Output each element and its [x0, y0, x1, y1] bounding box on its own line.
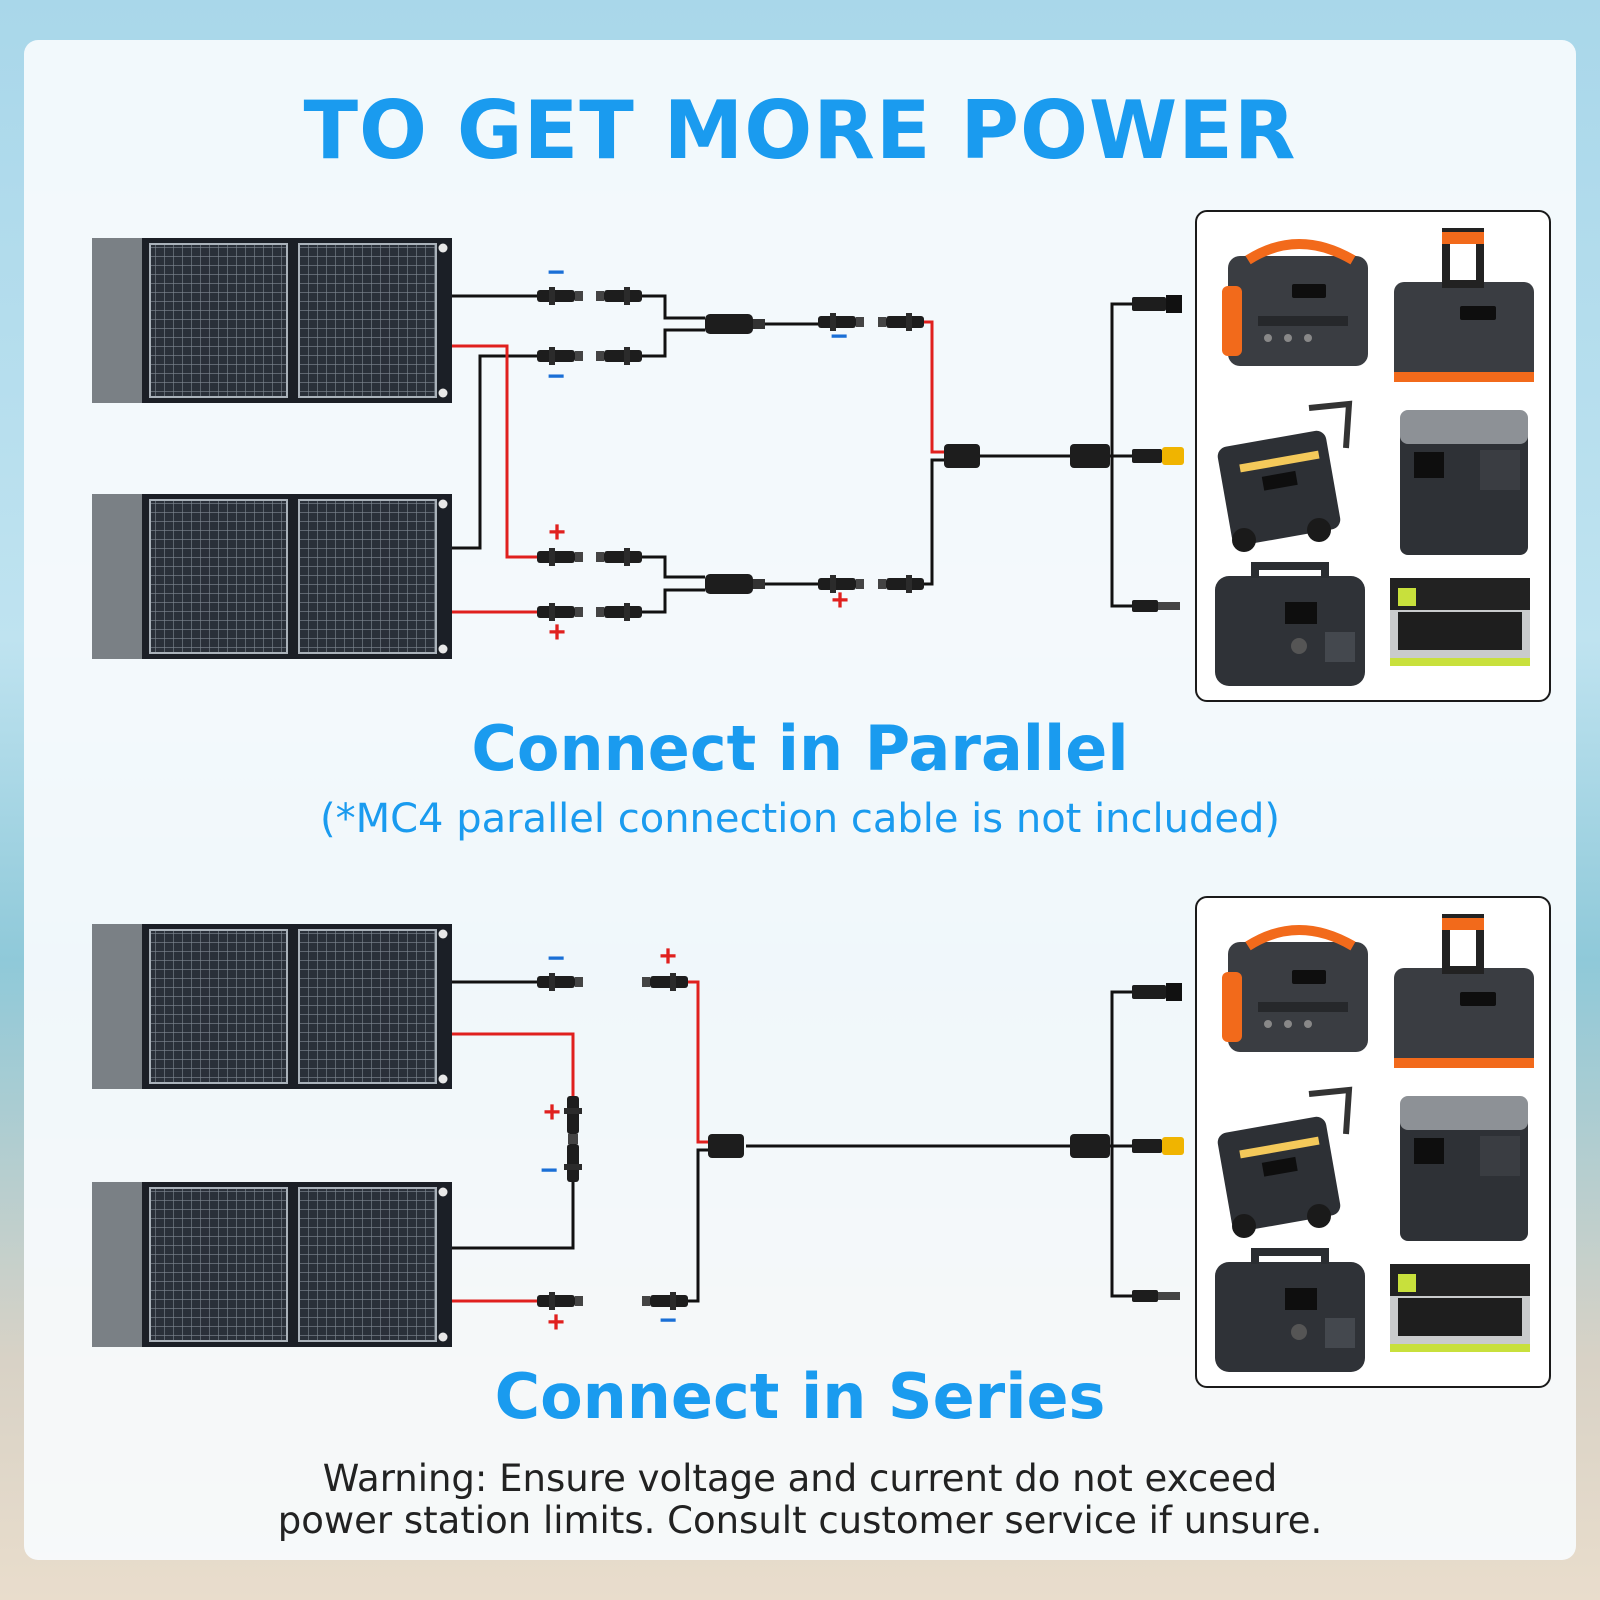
positive-label: + — [548, 616, 566, 649]
anderson-plug-icon — [1132, 295, 1182, 313]
power-station-icon — [1215, 566, 1365, 686]
series-wires — [452, 980, 1132, 1303]
power-station-icon — [1390, 578, 1530, 666]
parallel-note: (*MC4 parallel connection cable is not i… — [320, 796, 1280, 842]
series-section-title: Connect in Series — [494, 1360, 1106, 1433]
mc4-connector-icon — [596, 603, 642, 621]
parallel-connectors — [537, 287, 1184, 621]
positive-label: + — [659, 940, 677, 973]
page-title: TO GET MORE POWER — [303, 84, 1297, 177]
power-station-icon — [1400, 410, 1528, 555]
mc4-connector-icon — [878, 313, 924, 331]
mc4-to-output-adapter-icon — [944, 444, 980, 468]
output-splitter-icon — [1070, 444, 1110, 468]
power-station-icon — [1400, 1096, 1528, 1241]
negative-label: − — [830, 320, 848, 353]
mc4-connector-icon — [564, 1136, 582, 1182]
solar-panel-icon — [91, 1181, 453, 1348]
negative-label: − — [547, 360, 565, 393]
negative-label: − — [547, 256, 565, 289]
mc4-connector-icon — [537, 287, 583, 305]
power-stations-parallel — [1215, 232, 1534, 686]
series-connectors — [537, 973, 1184, 1310]
negative-label: − — [659, 1304, 677, 1337]
xt60-plug-icon — [1132, 447, 1184, 465]
xt60-plug-icon — [1132, 1137, 1184, 1155]
power-station-icon — [1394, 232, 1534, 382]
mc4-connector-icon — [878, 575, 924, 593]
dc-barrel-plug-icon — [1132, 1290, 1180, 1302]
mc4-connector-icon — [537, 973, 583, 991]
y-branch-connector-icon — [705, 314, 765, 334]
warning-line-1: Warning: Ensure voltage and current do n… — [322, 1457, 1278, 1500]
power-stations-series — [1215, 918, 1534, 1372]
output-splitter-icon — [1070, 1134, 1110, 1158]
solar-panel-icon — [91, 493, 453, 660]
mc4-connector-icon — [564, 1096, 582, 1142]
parallel-polarity-labels: − − + + − + — [547, 256, 849, 649]
mc4-connector-icon — [596, 347, 642, 365]
power-station-icon — [1390, 1264, 1530, 1352]
positive-label: + — [831, 584, 849, 617]
power-station-icon — [1216, 1090, 1349, 1238]
warning-line-2: power station limits. Consult customer s… — [277, 1499, 1323, 1542]
positive-label: + — [548, 516, 566, 549]
negative-label: − — [540, 1154, 558, 1187]
anderson-plug-icon — [1132, 983, 1182, 1001]
mc4-connector-icon — [596, 287, 642, 305]
negative-label: − — [547, 942, 565, 975]
power-station-icon — [1222, 244, 1368, 366]
mc4-connector-icon — [642, 973, 688, 991]
mc4-connector-icon — [537, 548, 583, 566]
y-branch-connector-icon — [705, 574, 765, 594]
dc-barrel-plug-icon — [1132, 600, 1180, 612]
power-station-icon — [1215, 1252, 1365, 1372]
parallel-wires — [452, 294, 1132, 614]
solar-panel-icon — [91, 237, 453, 404]
power-station-icon — [1222, 930, 1368, 1052]
mc4-to-output-adapter-icon — [708, 1134, 744, 1158]
power-station-icon — [1394, 918, 1534, 1068]
positive-label: + — [547, 1306, 565, 1339]
parallel-section-title: Connect in Parallel — [471, 712, 1129, 785]
power-station-icon — [1216, 404, 1349, 552]
solar-panel-icon — [91, 923, 453, 1090]
series-polarity-labels: − + + − + − — [540, 940, 677, 1339]
positive-label: + — [543, 1096, 561, 1129]
mc4-connector-icon — [596, 548, 642, 566]
warning-text: Warning: Ensure voltage and current do n… — [0, 1458, 1600, 1542]
